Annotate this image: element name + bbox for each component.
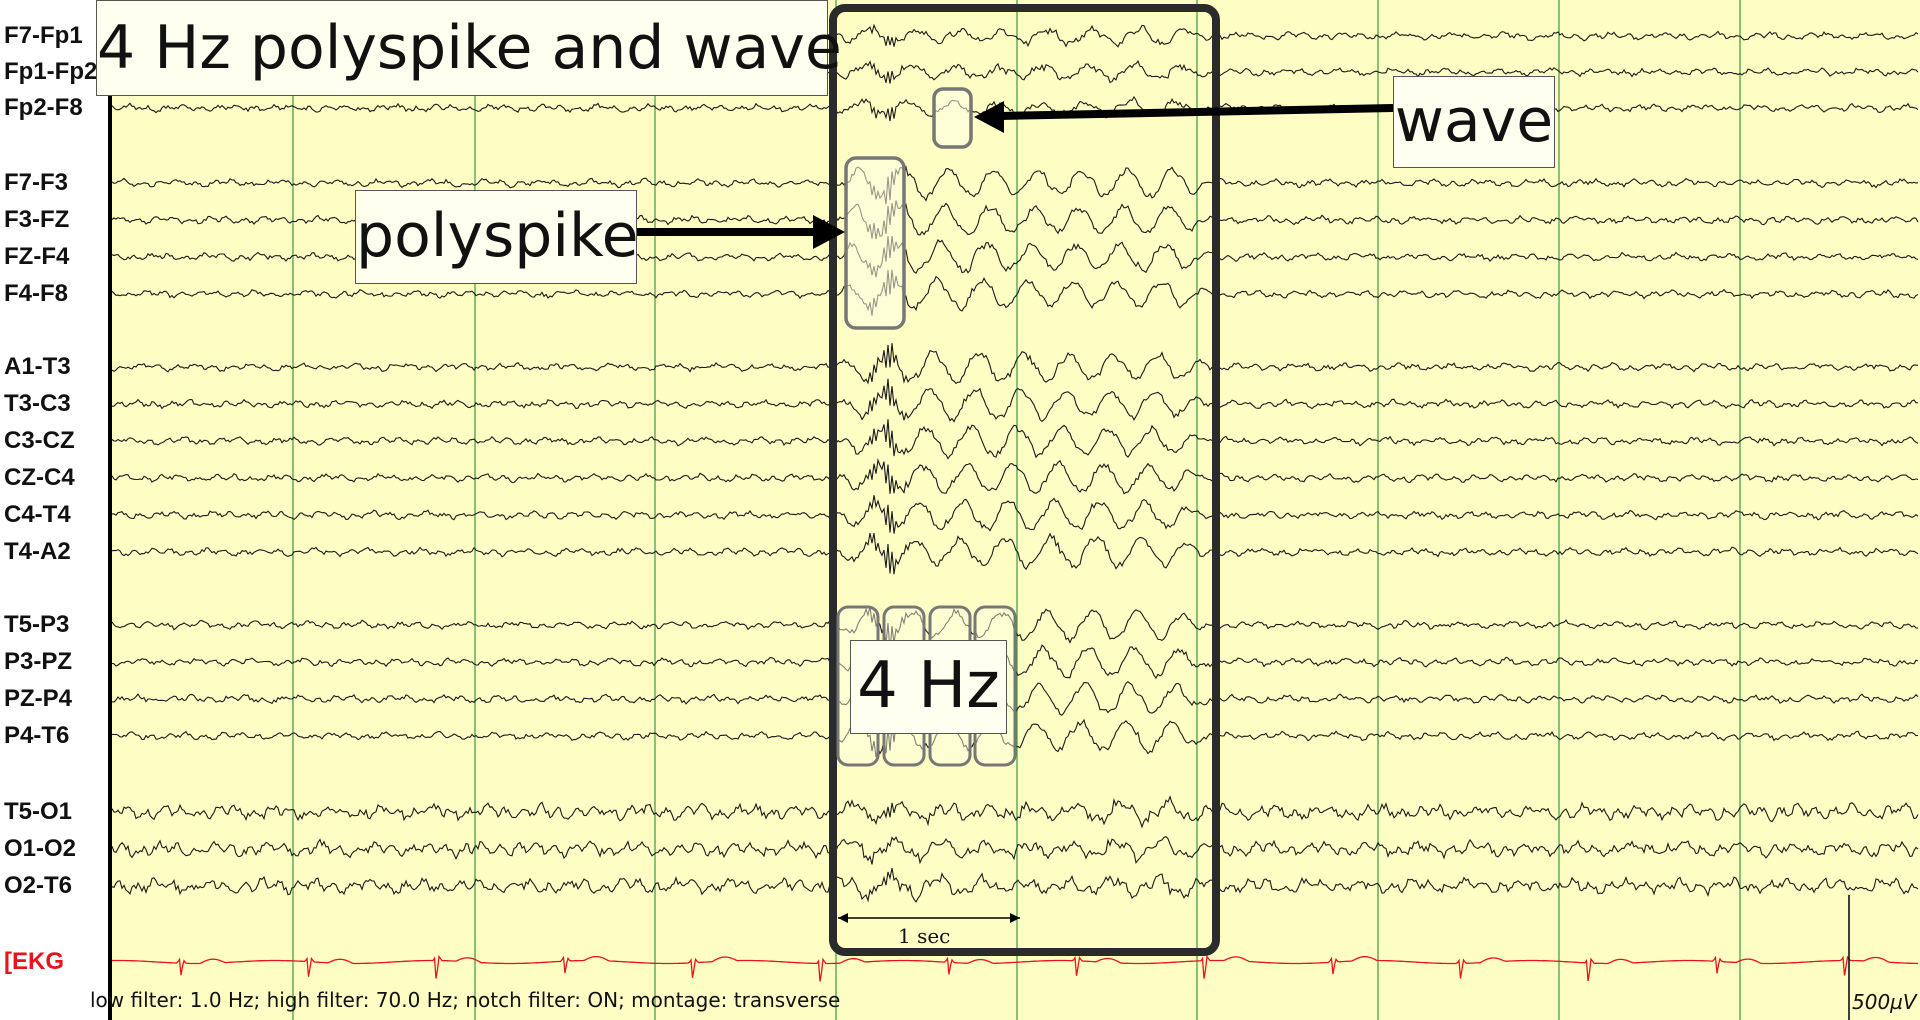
eeg-trace	[111, 532, 1919, 575]
channel-label: F3-FZ	[4, 206, 70, 233]
eeg-trace	[111, 343, 1919, 385]
amplitude-scale-label: 500µV	[1852, 990, 1917, 1014]
wave-highlight	[932, 87, 973, 149]
eeg-trace	[111, 419, 1919, 460]
ekg-label: [EKG	[4, 948, 64, 975]
discharge-highlight-box	[829, 4, 1220, 956]
eeg-trace	[111, 458, 1919, 495]
title-callout: 4 Hz polyspike and wave	[96, 0, 842, 96]
time-scale-arrow-left	[838, 913, 848, 923]
frequency-callout: 4 Hz	[850, 640, 1007, 734]
polyspike-arrow-head	[813, 215, 845, 249]
eeg-trace-area	[110, 0, 1920, 1020]
channel-label: T5-O1	[4, 798, 73, 825]
eeg-trace	[111, 835, 1919, 865]
wave-arrow-line	[999, 104, 1394, 120]
channel-label: A1-T3	[4, 353, 71, 380]
filter-settings-footer: low filter: 1.0 Hz; high filter: 70.0 Hz…	[90, 988, 841, 1012]
polyspike-callout: polyspike	[355, 190, 639, 284]
channel-label: O1-O2	[4, 835, 77, 862]
channel-label: CZ-C4	[4, 464, 75, 491]
time-scale-label: 1 sec	[898, 924, 951, 948]
channel-label: F7-F3	[4, 169, 69, 196]
channel-label: T5-P3	[4, 611, 70, 638]
eeg-trace	[111, 269, 1919, 316]
channel-label: P4-T6	[4, 722, 70, 749]
channel-label: C3-CZ	[4, 427, 75, 454]
channel-label: F4-F8	[4, 280, 69, 307]
eeg-trace	[111, 165, 1919, 205]
channel-label: Fp2-F8	[4, 94, 83, 121]
eeg-trace	[111, 867, 1919, 903]
eeg-trace	[112, 495, 1919, 534]
time-scale-arrow-right	[1010, 913, 1020, 923]
channel-label: PZ-P4	[4, 685, 73, 712]
channel-label: P3-PZ	[4, 648, 73, 675]
wave-callout: wave	[1393, 76, 1555, 168]
eeg-trace	[111, 795, 1919, 829]
polyspike-highlight	[844, 156, 906, 330]
channel-label: O2-T6	[4, 872, 73, 899]
channel-label: T4-A2	[4, 538, 71, 565]
wave-arrow-head	[974, 101, 1004, 133]
channel-label: T3-C3	[4, 390, 71, 417]
eeg-trace	[111, 378, 1919, 423]
trace-area-border	[108, 0, 112, 1020]
channel-label: C4-T4	[4, 501, 71, 528]
channel-label: Fp1-Fp2	[4, 58, 98, 85]
channel-label: FZ-F4	[4, 243, 70, 270]
channel-label: F7-Fp1	[4, 22, 83, 49]
ekg-trace	[112, 954, 1919, 982]
